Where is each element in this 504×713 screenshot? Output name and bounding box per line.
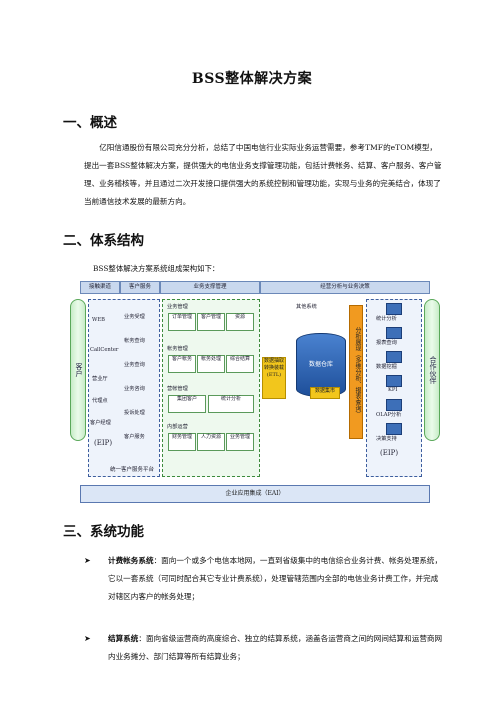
group-4-title: 内部运营 <box>167 424 188 430</box>
architecture-caption: BSS整体解决方案系统组成架构如下： <box>93 264 220 273</box>
group-3-item-2: 统计分析 <box>208 395 254 413</box>
group-2-item-2: 帐务处理 <box>197 355 225 373</box>
channel-manager: 客户经理 <box>90 420 111 426</box>
bullet-settlement-label: 结算系统 <box>108 634 139 643</box>
analysis-bar: 分析展现（多维分析、报表查询） <box>349 305 363 439</box>
bullet-billing: ➤ 计费帐务系统：面向一个或多个电信本地网，一直到省级集中的电信综合业务计费、帐… <box>84 552 444 606</box>
group-4-item-1: 财务管理 <box>168 433 196 451</box>
group-2-title: 帐务管理 <box>167 346 188 352</box>
eip-right-label: (EIP) <box>380 449 399 457</box>
header-customer-service: 客户服务 <box>120 281 160 294</box>
portal-label: 统一客户服务平台 <box>110 467 155 473</box>
cs-item-2: 帐务查询 <box>124 338 145 344</box>
group-1-item-2: 客户管理 <box>197 313 225 331</box>
group-1-title: 业务管理 <box>167 304 188 310</box>
bullet-billing-text: ：面向一个或多个电信本地网，一直到省级集中的电信综合业务计费、帐务处理系统，它以… <box>108 556 443 601</box>
channel-callcenter: CallCenter <box>90 347 119 353</box>
cs-item-1: 业务受理 <box>124 314 145 320</box>
group-4-item-2: 人力资源 <box>197 433 225 451</box>
etl-box: 数据抽取转换装载(ETL) <box>262 357 286 399</box>
channel-box <box>88 299 160 477</box>
group-2-item-3: 综合结算 <box>226 355 254 373</box>
header-channels: 接触渠道 <box>80 281 120 294</box>
channel-agent: 代理点 <box>92 398 108 404</box>
header-business-support: 业务支撑管理 <box>160 281 260 294</box>
section-heading-architecture: 二、体系结构 <box>63 233 144 249</box>
computer-icon <box>386 423 402 435</box>
computer-icon <box>386 351 402 363</box>
channel-web: WEB <box>92 317 105 323</box>
arrow-bullet-icon: ➤ <box>84 556 91 565</box>
cs-item-6: 客户服务 <box>124 434 145 440</box>
group-1-item-3: 资源 <box>226 313 254 331</box>
computer-icon <box>386 375 402 387</box>
cs-item-4: 业务咨询 <box>124 386 145 392</box>
partner-roll: 合作伙伴 <box>424 299 440 441</box>
group-4-item-3: 业务管理 <box>226 433 254 451</box>
right-item-2: 报表查询 <box>376 340 397 346</box>
source-label: 其他系统 <box>296 304 317 310</box>
architecture-diagram: 接触渠道 客户服务 业务支撑管理 经营分析与业务决策 客户 合作伙伴 WEB C… <box>70 281 440 503</box>
computer-icon <box>386 303 402 315</box>
right-item-5: OLAP分析 <box>376 412 402 418</box>
group-1-item-1: 订单管理 <box>168 313 196 331</box>
eip-left-label: (EIP) <box>94 439 113 447</box>
bullet-settlement: ➤ 结算系统：面向省级运营商的高度综合、独立的结算系统，涵盖各运营商之间的网间结… <box>84 630 444 666</box>
bullet-billing-label: 计费帐务系统 <box>108 556 154 565</box>
eai-bar: 企业应用集成（EAI） <box>80 485 430 503</box>
section-heading-functions: 三、系统功能 <box>63 524 144 540</box>
data-mart-box: 数据集市 <box>310 387 340 399</box>
data-warehouse-cylinder: 数据仓库 <box>296 333 346 397</box>
customer-roll: 客户 <box>70 299 86 441</box>
right-item-3: 数据挖掘 <box>376 364 397 370</box>
channel-hall: 营业厅 <box>92 376 108 382</box>
group-3-title: 营帐管理 <box>167 386 188 392</box>
computer-icon <box>386 327 402 339</box>
group-2-item-1: 客户帐务 <box>168 355 196 373</box>
right-item-4: KPI <box>388 387 398 393</box>
section-heading-overview: 一、概述 <box>63 115 117 131</box>
right-item-6: 决策支持 <box>376 436 397 442</box>
cs-item-3: 业务查询 <box>124 362 145 368</box>
header-analysis: 经营分析与业务决策 <box>260 281 430 294</box>
cs-item-5: 投诉处理 <box>124 410 145 416</box>
computer-icon <box>386 399 402 411</box>
document-title: BSS整体解决方案 <box>191 71 313 87</box>
arrow-bullet-icon: ➤ <box>84 634 91 643</box>
overview-paragraph: 亿阳信通股份有限公司充分分析，总结了中国电信行业实际业务运营需要，参考TMF的e… <box>84 143 442 206</box>
right-item-1: 统计分析 <box>376 316 397 322</box>
bullet-settlement-text: ：面向省级运营商的高度综合、独立的结算系统，涵盖各运营商之间的网间结算和运营商网… <box>108 634 443 661</box>
group-3-item-1: 集团客户 <box>168 395 206 413</box>
